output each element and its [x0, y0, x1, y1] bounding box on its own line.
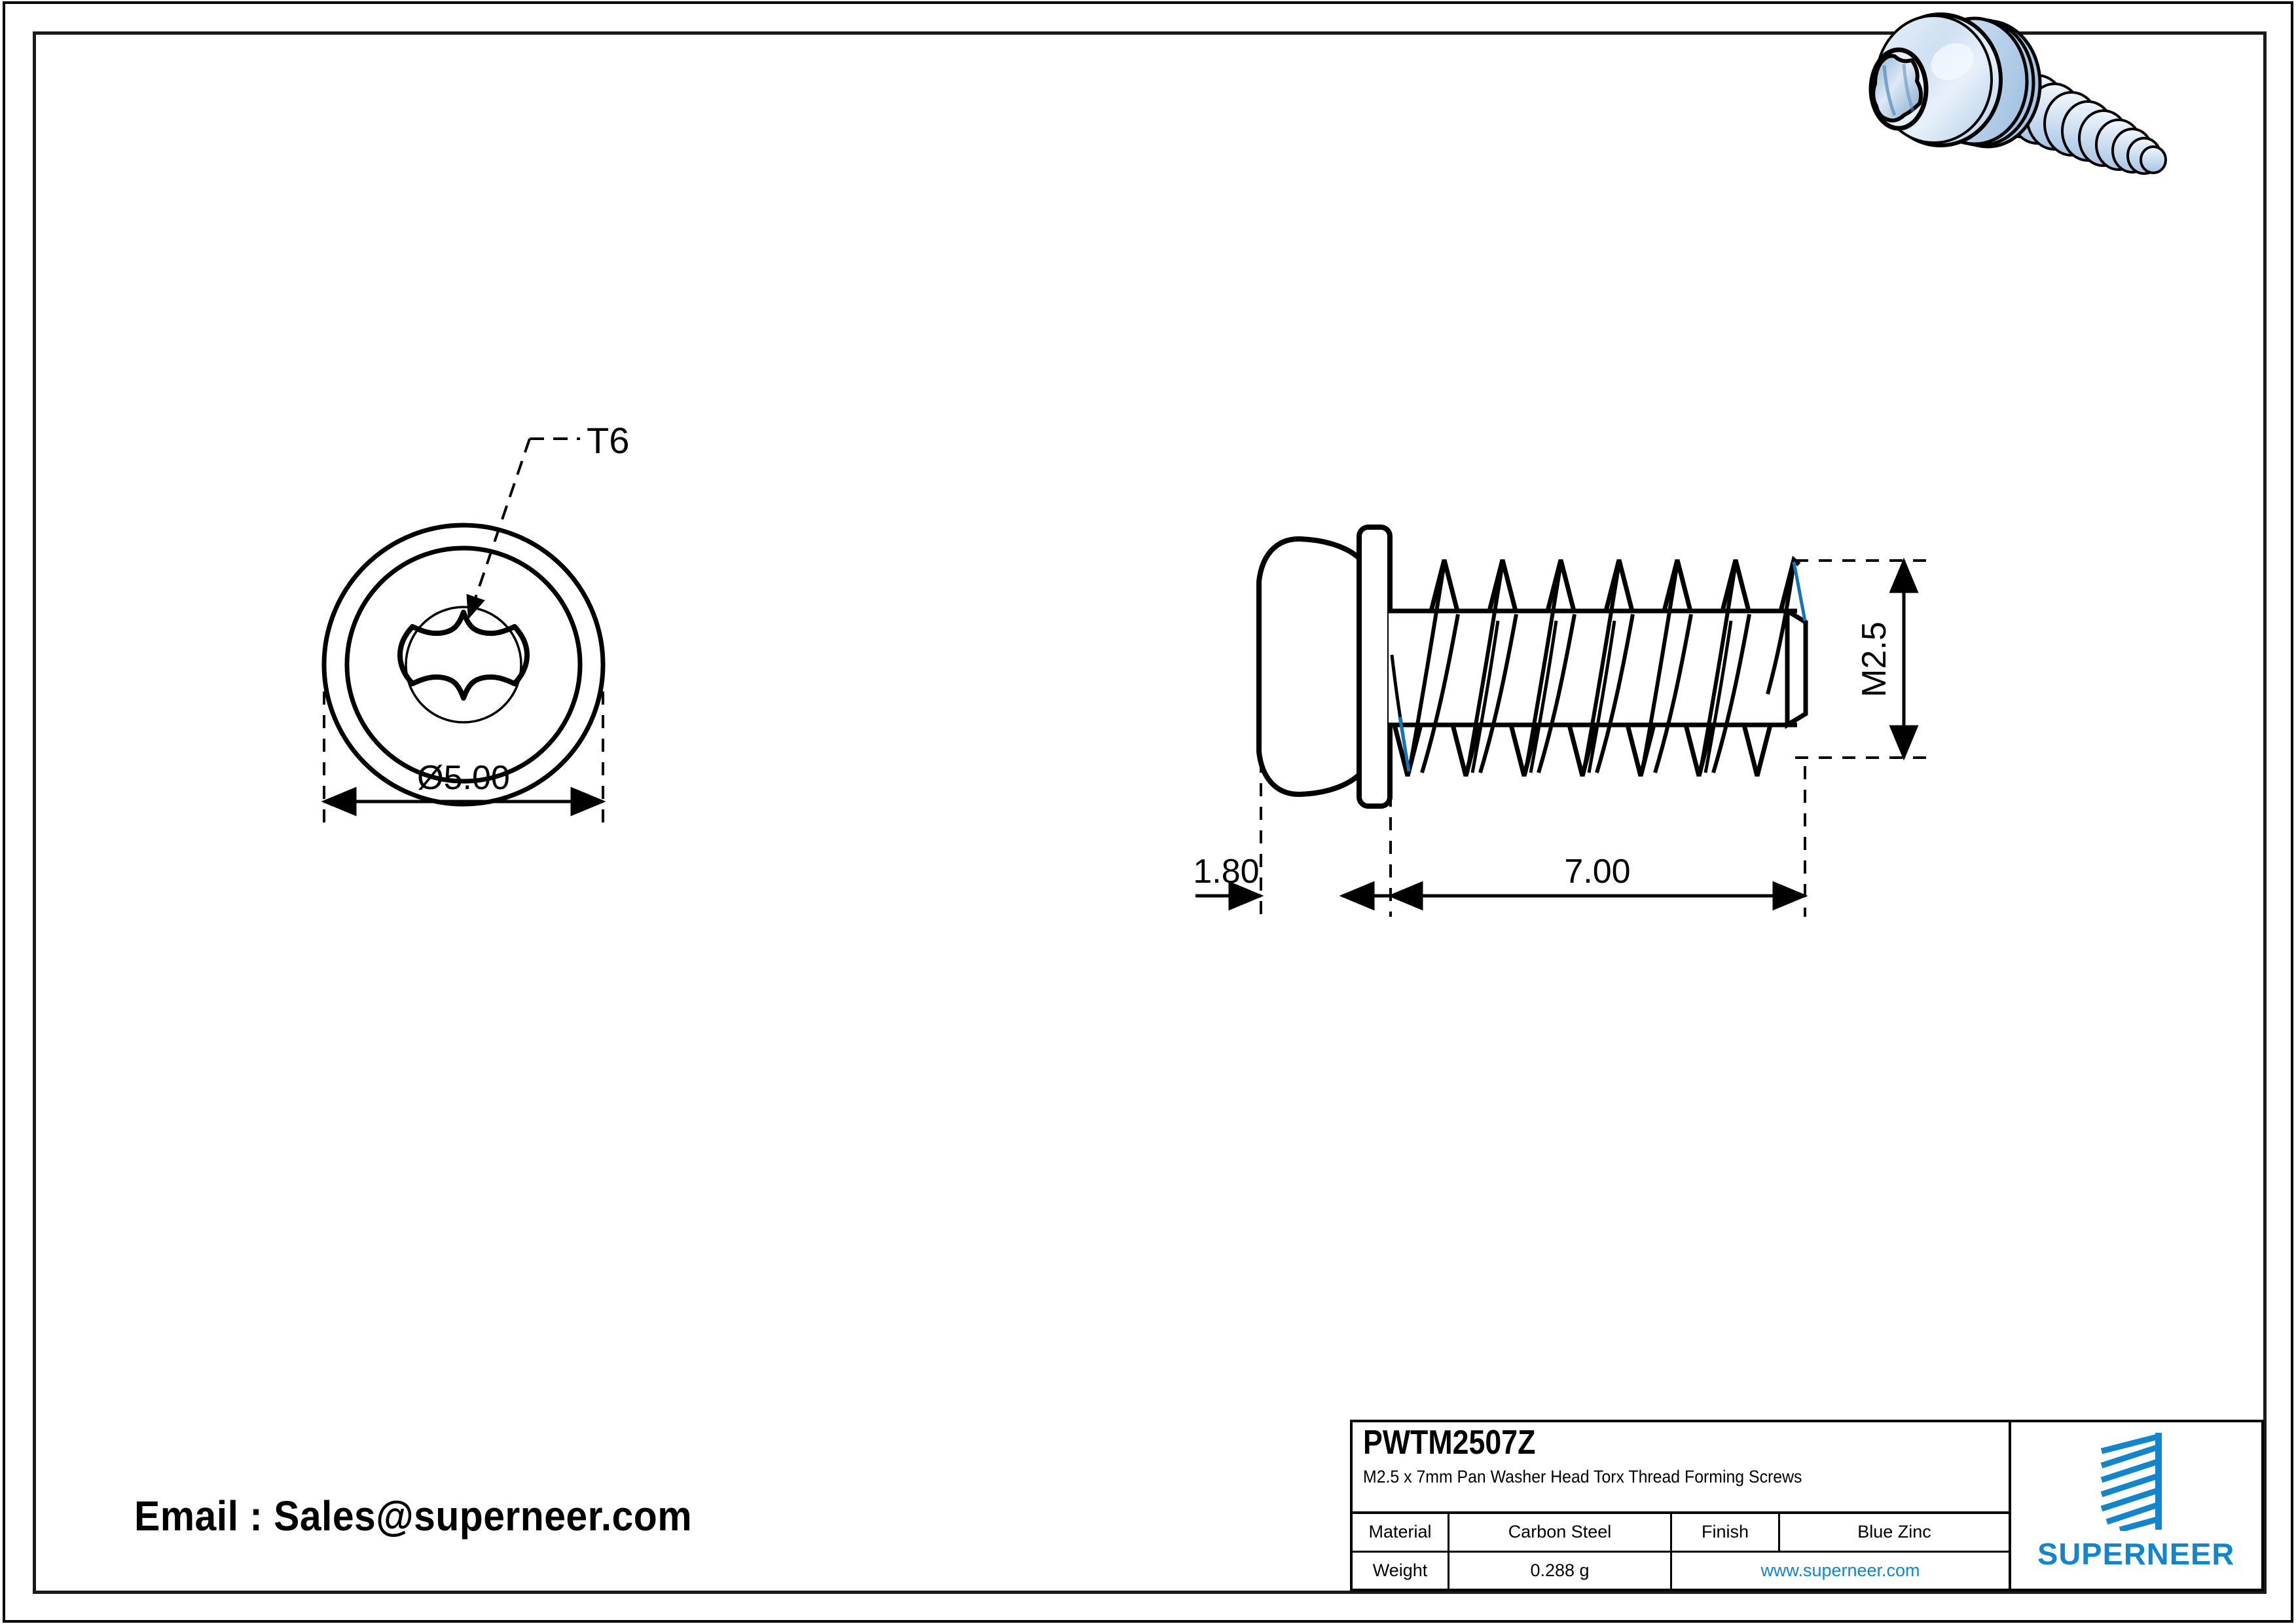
weight-value: 0.288 g [1449, 1552, 1672, 1589]
drive-callout-leader: T6 [466, 420, 629, 619]
weight-label: Weight [1353, 1552, 1449, 1589]
chamfer-highlight-end [1792, 561, 1807, 621]
sheet-inner-frame [33, 31, 2267, 1594]
render-recess-shading-2 [1902, 64, 1915, 112]
finish-label: Finish [1672, 1514, 1780, 1551]
title-block: PWTM2507Z M2.5 x 7mm Pan Washer Head Tor… [1350, 1420, 2264, 1591]
front-view-diameter-dimension: Ø5.00 [321, 668, 606, 825]
title-block-left: PWTM2507Z M2.5 x 7mm Pan Washer Head Tor… [1353, 1422, 2011, 1589]
title-block-row-weight: Weight 0.288 g www.superneer.com [1353, 1552, 2009, 1589]
washer-flange [1357, 525, 1393, 809]
length-dimensions: 1.80 7.00 [1193, 760, 1808, 917]
render-screw-body [1868, 12, 2167, 175]
title-block-logo-area: SUPERNEER [2011, 1422, 2261, 1589]
material-label: Material [1353, 1514, 1449, 1551]
render-torx-recess [1868, 47, 1929, 131]
material-value: Carbon Steel [1449, 1514, 1672, 1551]
thread-crests-top [1429, 555, 1801, 612]
shank-end-face [1785, 606, 1808, 729]
pan-head-dome [1256, 536, 1364, 798]
chamfer-highlight-start [1398, 716, 1411, 772]
part-description: M2.5 x 7mm Pan Washer Head Torx Thread F… [1363, 1466, 1802, 1486]
drive-callout-label: T6 [587, 420, 629, 461]
title-block-header: PWTM2507Z M2.5 x 7mm Pan Washer Head Tor… [1353, 1422, 2009, 1514]
torx-bore-circle [405, 606, 522, 724]
thread-size-dimension: M2.5 [1795, 557, 1929, 761]
shank-body [1389, 611, 1797, 725]
email-contact-text: Email : Sales@superneer.com [134, 1492, 693, 1540]
diameter-dimension-label: Ø5.00 [417, 759, 510, 797]
title-block-row-material: Material Carbon Steel Finish Blue Zinc [1353, 1514, 2009, 1553]
head-height-label: 1.80 [1193, 853, 1259, 891]
screw-3d-render [1868, 12, 2167, 175]
website-link[interactable]: www.superneer.com [1760, 1560, 1920, 1580]
part-number: PWTM2507Z [1363, 1424, 1536, 1462]
thread-size-label: M2.5 [1855, 621, 1893, 697]
head-inner-circle [344, 545, 583, 784]
torx-star-profile [397, 610, 530, 701]
render-head-highlight [1931, 43, 1974, 80]
superneer-wordmark: SUPERNEER [2037, 1537, 2235, 1571]
render-recess-shading [1882, 65, 1897, 116]
thread-helix-flanks [1407, 563, 1796, 773]
leader-diagonal [466, 438, 531, 619]
thread-length-label: 7.00 [1564, 853, 1630, 891]
superneer-logo-icon [2100, 1433, 2162, 1531]
finish-value: Blue Zinc [1857, 1522, 1931, 1542]
sheet-outer-border [3, 1, 2293, 1623]
side-view-geometry [1256, 525, 1808, 809]
